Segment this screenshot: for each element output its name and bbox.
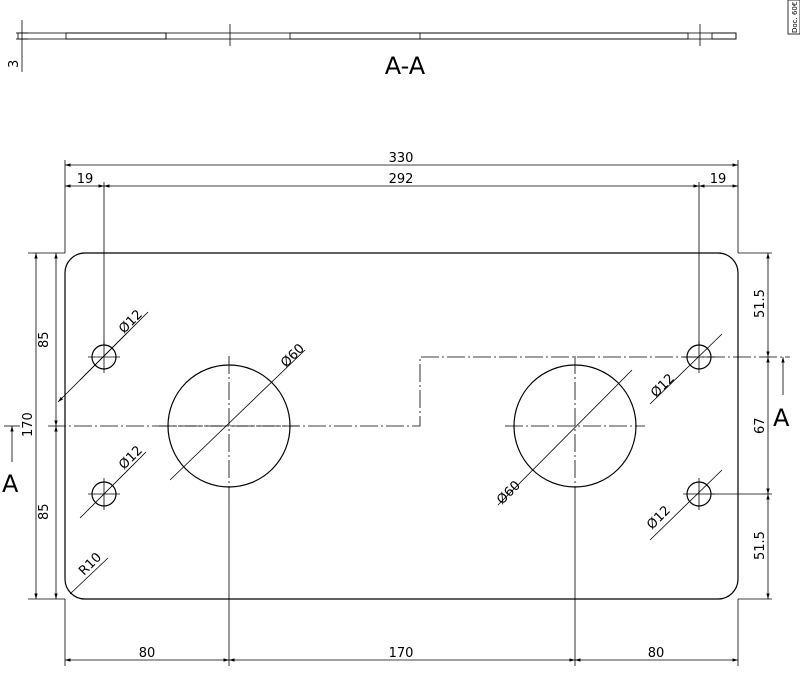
leader-small-bottom-right: Ø12 xyxy=(644,469,723,541)
svg-text:Ø12: Ø12 xyxy=(648,371,678,401)
section-marker-left: A xyxy=(2,425,20,498)
svg-text:Ø12: Ø12 xyxy=(644,503,674,533)
dim-height-total: 170 xyxy=(21,412,36,437)
svg-text:Ø12: Ø12 xyxy=(116,307,146,337)
dim-height-bottom: 85 xyxy=(37,503,52,520)
doc-label: Doc. 60€ xyxy=(791,2,799,33)
dim-bottom-mid: 170 xyxy=(389,646,414,661)
section-hatch-1 xyxy=(65,32,167,40)
small-hole-crosses xyxy=(88,341,715,510)
dim-edge-right: 19 xyxy=(710,172,727,187)
doc-label-box xyxy=(787,0,800,35)
dim-height-top: 85 xyxy=(37,331,52,348)
dim-bottom-left: 80 xyxy=(139,646,156,661)
svg-text:Ø12: Ø12 xyxy=(116,443,146,473)
section-plate-outline xyxy=(17,32,737,40)
center-lines xyxy=(48,356,790,498)
extension-lines xyxy=(28,160,772,666)
leader-small-top-right: Ø12 xyxy=(648,333,723,405)
plan-view: 330 19 292 19 170 85 85 51.5 67 51.5 80 … xyxy=(2,151,790,666)
section-hatch-2 xyxy=(289,32,689,40)
dim-right-mid: 67 xyxy=(753,417,768,434)
svg-text:Ø60: Ø60 xyxy=(494,478,524,508)
svg-text:Ø60: Ø60 xyxy=(278,341,308,371)
dim-right-bottom: 51.5 xyxy=(753,531,768,560)
leader-small-top-left: Ø12 xyxy=(57,307,149,403)
section-marker-right: A xyxy=(773,357,790,432)
dim-right-top: 51.5 xyxy=(753,289,768,318)
leader-small-bottom-left: Ø12 xyxy=(79,443,147,519)
dim-hole-spacing: 292 xyxy=(389,172,414,187)
section-cut-line xyxy=(48,356,790,427)
section-view: 3 A-A Doc. 60€ xyxy=(7,0,800,80)
svg-text:R10: R10 xyxy=(76,550,105,579)
leader-large-left: Ø60 xyxy=(169,341,308,481)
thickness-dim-label: 3 xyxy=(7,60,22,68)
dim-bottom-right: 80 xyxy=(648,646,665,661)
section-hatch-3 xyxy=(711,32,737,40)
section-title: A-A xyxy=(385,52,426,80)
dim-edge-left: 19 xyxy=(77,172,94,187)
section-marker-left-label: A xyxy=(2,470,19,498)
section-marker-right-label: A xyxy=(773,404,790,432)
dim-width-total: 330 xyxy=(389,151,414,166)
leader-corner-radius: R10 xyxy=(69,550,109,595)
